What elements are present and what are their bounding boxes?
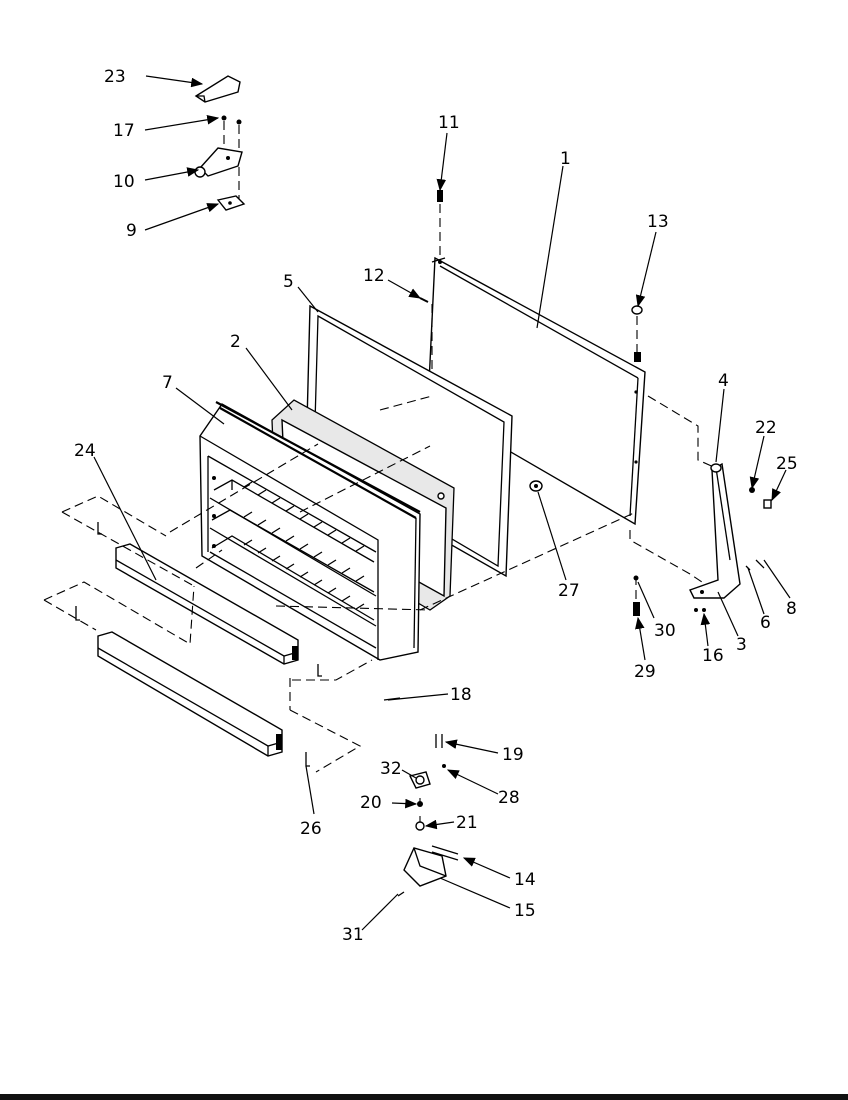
label-2: 2 (230, 332, 241, 352)
door-stop-part (529, 480, 543, 492)
label-26: 26 (300, 819, 322, 839)
label-25: 25 (776, 454, 798, 474)
part-labels: 23 17 10 9 11 1 13 12 5 2 7 24 4 22 25 2… (74, 67, 798, 945)
label-23: 23 (104, 67, 126, 87)
label-5: 5 (283, 272, 294, 292)
hinge-pin-parts (745, 487, 772, 571)
assembly-guide-lines (43, 395, 717, 830)
bottom-hinge-bracket-part (689, 462, 741, 612)
label-6: 6 (760, 613, 771, 633)
label-16: 16 (702, 646, 724, 666)
label-10: 10 (113, 172, 135, 192)
label-31: 31 (342, 925, 364, 945)
label-11: 11 (438, 113, 460, 133)
side-screw-part (419, 297, 433, 470)
label-21: 21 (456, 813, 478, 833)
lower-hardware-parts (397, 734, 459, 897)
label-3: 3 (736, 635, 747, 655)
label-4: 4 (718, 371, 729, 391)
label-13: 13 (647, 212, 669, 232)
leader-lines (93, 75, 791, 931)
label-18: 18 (450, 685, 472, 705)
bottom-border-rule (0, 1094, 848, 1100)
label-15: 15 (514, 901, 536, 921)
label-29: 29 (634, 662, 656, 682)
door-inner-liner-part (199, 401, 421, 661)
door-plug-part (631, 305, 643, 362)
label-1: 1 (560, 149, 571, 169)
label-22: 22 (755, 418, 777, 438)
label-17: 17 (113, 121, 135, 141)
label-32: 32 (380, 759, 402, 779)
top-screw-part (437, 190, 443, 258)
hinge-screws-part (221, 115, 242, 200)
label-20: 20 (360, 793, 382, 813)
door-shelf-upper-part (115, 543, 299, 665)
outer-door-panel-part (427, 256, 646, 526)
hinge-cover-part (194, 75, 241, 103)
bottom-screws-part (633, 575, 640, 616)
label-30: 30 (654, 621, 676, 641)
hinge-shim-part (216, 195, 246, 211)
label-9: 9 (126, 221, 137, 241)
label-28: 28 (498, 788, 520, 808)
label-14: 14 (514, 870, 536, 890)
door-shelf-lower-part (97, 631, 283, 757)
label-27: 27 (558, 581, 580, 601)
top-hinge-part (194, 147, 243, 178)
label-24: 24 (74, 441, 96, 461)
label-12: 12 (363, 266, 385, 286)
label-19: 19 (502, 745, 524, 765)
label-8: 8 (786, 599, 797, 619)
label-7: 7 (162, 373, 173, 393)
